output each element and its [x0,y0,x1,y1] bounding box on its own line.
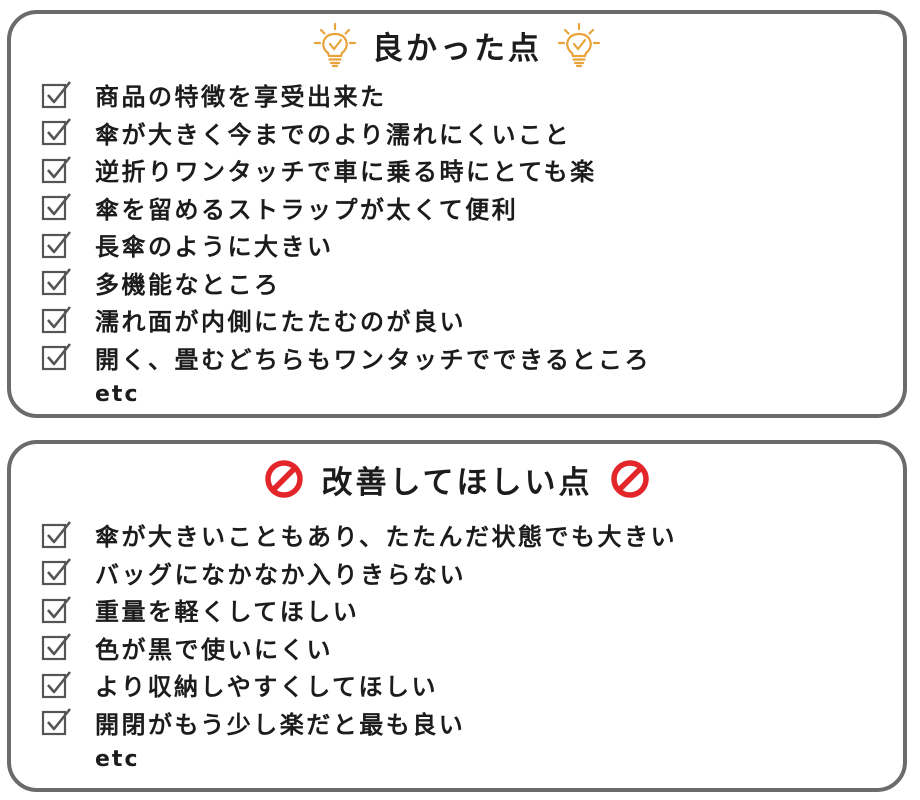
item-text: 開く、畳むどちらもワンタッチでできるところ [95,345,652,374]
checkbox-checked-icon [41,230,72,258]
item-text: 傘が大きく今までのより濡れにくいこと [95,120,572,149]
lightbulb-icon [313,22,357,68]
improvement-points-header: 改善してほしい点 [11,454,903,504]
checkbox-checked-icon [41,520,72,548]
list-item: 開閉がもう少し楽だと最も良い [41,704,677,742]
etc-label: etc [95,382,140,408]
item-text: 商品の特徴を享受出来た [95,83,387,112]
improvement-points-list: 傘が大きいこともあり、たたんだ状態でも大きい バッグになかなか入りきらない 重量… [41,516,677,779]
checkbox-checked-icon [41,193,72,221]
item-text: 重量を軽くしてほしい [95,598,360,627]
checkbox-checked-icon [41,305,72,333]
list-item: 開く、畳むどちらもワンタッチでできるところ [41,339,651,377]
list-item: 多機能なところ [41,264,651,302]
improvement-points-title: 改善してほしい点 [321,464,593,501]
list-item: 傘が大きいこともあり、たたんだ状態でも大きい [41,516,677,554]
list-item: 濡れ面が内側にたたむのが良い [41,301,651,339]
checkbox-checked-icon [41,343,72,371]
checkbox-checked-icon [41,595,72,623]
item-text: 開閉がもう少し楽だと最も良い [95,710,466,739]
item-text: 濡れ面が内側にたたむのが良い [95,308,466,337]
good-points-panel: 良かった点 商品の特徴を享受出来た 傘が大きく今までのより濡れにくいこと [7,10,907,418]
item-text: 傘が大きいこともあり、たたんだ状態でも大きい [95,523,678,552]
checkbox-checked-icon [41,268,72,296]
item-text: 逆折りワンタッチで車に乗る時にとても楽 [95,158,597,187]
item-text: 多機能なところ [95,270,281,299]
checkbox-checked-icon [41,80,72,108]
list-item: 傘を留めるストラップが太くて便利 [41,189,651,227]
good-points-header: 良かった点 [11,20,903,70]
improvement-points-panel: 改善してほしい点 傘が大きいこともあり、たたんだ状態でも大きい バッグになかなか… [7,440,907,792]
item-text: バッグになかなか入りきらない [95,560,466,589]
checkbox-checked-icon [41,670,72,698]
item-text: より収納しやすくしてほしい [95,673,439,702]
list-item: 色が黒で使いにくい [41,629,677,667]
checkbox-checked-icon [41,558,72,586]
item-text: 長傘のように大きい [95,233,334,262]
good-points-list: 商品の特徴を享受出来た 傘が大きく今までのより濡れにくいこと 逆折りワンタッチで… [41,76,651,414]
checkbox-checked-icon [41,633,72,661]
item-text: 傘を留めるストラップが太くて便利 [95,195,519,224]
list-item: バッグになかなか入りきらない [41,554,677,592]
item-text: 色が黒で使いにくい [95,635,334,664]
prohibited-icon [610,460,649,498]
list-item: 傘が大きく今までのより濡れにくいこと [41,114,651,152]
list-item: 逆折りワンタッチで車に乗る時にとても楽 [41,151,651,189]
list-item: より収納しやすくしてほしい [41,666,677,704]
list-item: 重量を軽くしてほしい [41,591,677,629]
prohibited-icon [265,460,304,498]
list-item: 商品の特徴を享受出来た [41,76,651,114]
list-item: 長傘のように大きい [41,226,651,264]
good-points-title: 良かった点 [372,30,542,67]
etc-label: etc [95,747,140,773]
checkbox-checked-icon [41,708,72,736]
checkbox-checked-icon [41,118,72,146]
checkbox-checked-icon [41,155,72,183]
lightbulb-icon [557,22,601,68]
